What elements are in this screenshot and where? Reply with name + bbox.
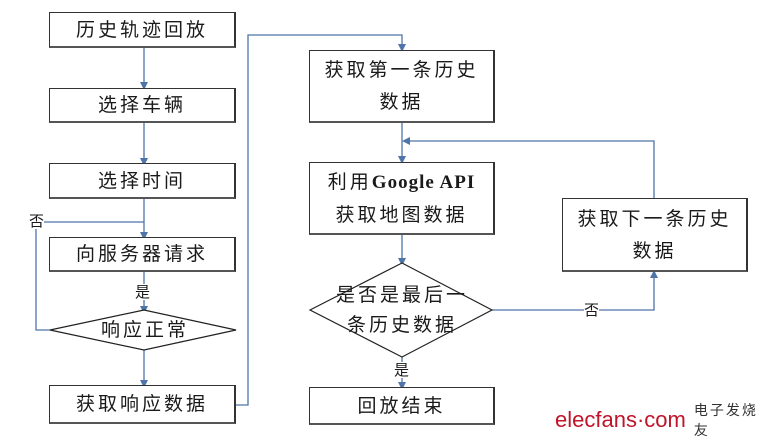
decision-is-last-label: 是否是最后一 条历史数据 [322,280,482,340]
node-history-replay: 历史轨迹回放 [49,12,236,48]
edge-label-last-no: 否 [584,301,600,319]
watermark: elecfans·com 电子发烧友 [555,400,763,440]
node-label-line2: 数据 [379,91,424,113]
edge-label-response-no: 否 [29,212,45,230]
node-select-vehicle: 选择车辆 [49,88,236,123]
node-label-line1: 获取第一条历史 [324,59,479,81]
node-get-response-data: 获取响应数据 [49,385,236,424]
node-label: 回放结束 [357,394,446,417]
node-label-line2: 获取地图数据 [335,203,468,226]
edge-islast-no-to-next [492,270,658,311]
node-request-server: 向服务器请求 [49,237,236,272]
edge-label-request-yes: 是 [135,283,151,301]
decision-response-ok-shape [49,309,237,351]
decision-response-ok-label: 响应正常 [100,319,189,341]
node-label: 选择车辆 [97,94,186,116]
decision-line1: 是否是最后一 [335,284,468,306]
edge-next-to-google [402,137,655,198]
node-google-api-map: 利用Google API 获取地图数据 [309,162,495,235]
node-label-line1: 利用Google API [328,166,475,199]
text-google-api: Google API [371,171,476,193]
node-get-next-history: 获取下一条历史 数据 [562,198,748,272]
elecfans-logo: elecfans·com [555,407,686,432]
edge-getdata-to-first [236,34,406,406]
node-label-line2: 数据 [632,239,677,262]
decision-is-last-shape [308,262,494,358]
text-cn: 利用 [327,170,372,193]
edge-label-last-yes: 是 [394,361,410,379]
node-label-line1: 获取下一条历史 [577,207,732,230]
edge-response-no-loop [35,221,144,331]
node-select-time: 选择时间 [49,163,236,199]
node-label: 获取响应数据 [75,393,208,415]
node-label: 选择时间 [97,169,186,192]
decision-line2: 条历史数据 [346,314,457,336]
node-replay-end: 回放结束 [309,387,495,425]
watermark-tagline: 电子发烧友 [693,403,758,439]
node-label: 向服务器请求 [75,243,208,265]
node-get-first-history: 获取第一条历史 数据 [309,50,495,123]
node-label: 历史轨迹回放 [75,18,208,41]
